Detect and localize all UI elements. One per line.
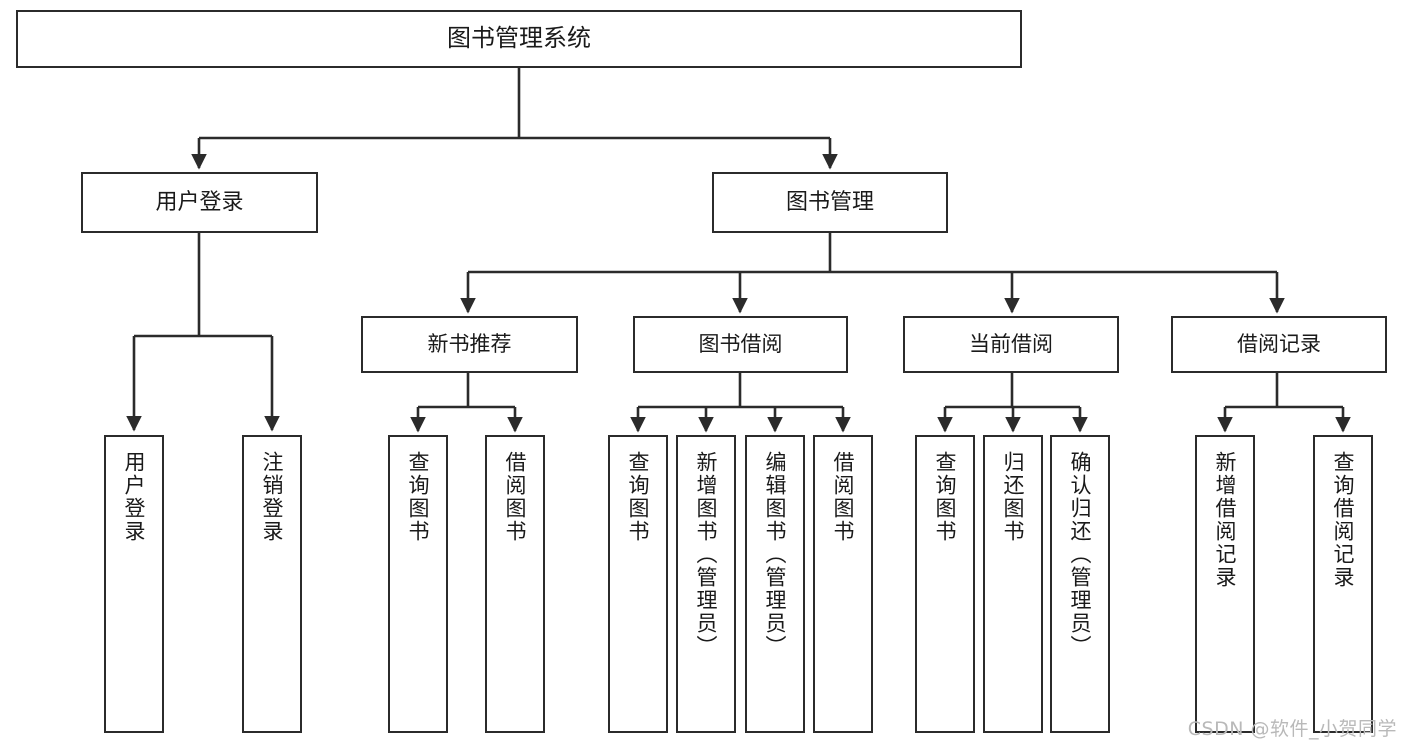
- node-leaf-borrow-book-2[interactable]: 借阅图书: [813, 435, 873, 733]
- node-leaf-add-book-admin[interactable]: 新增图书（管理员）: [676, 435, 736, 733]
- node-user-login-label: 用户登录: [155, 189, 244, 215]
- node-leaf-logout-label: 注销登录: [260, 451, 285, 543]
- node-user-login[interactable]: 用户登录: [81, 172, 318, 233]
- node-leaf-confirm-return-admin-label: 确认归还（管理员）: [1068, 451, 1093, 658]
- node-current-borrow-label: 当前借阅: [969, 332, 1053, 357]
- node-leaf-user-login-label: 用户登录: [122, 451, 147, 543]
- node-leaf-add-borrow-record[interactable]: 新增借阅记录: [1195, 435, 1255, 733]
- node-leaf-user-login[interactable]: 用户登录: [104, 435, 164, 733]
- node-leaf-edit-book-admin-label: 编辑图书（管理员）: [763, 451, 788, 658]
- node-leaf-query-book-2-label: 查询图书: [626, 451, 651, 543]
- node-leaf-borrow-book-2-label: 借阅图书: [831, 451, 856, 543]
- node-leaf-query-book-1[interactable]: 查询图书: [388, 435, 448, 733]
- node-leaf-add-borrow-record-label: 新增借阅记录: [1213, 451, 1238, 589]
- node-leaf-confirm-return-admin[interactable]: 确认归还（管理员）: [1050, 435, 1110, 733]
- node-leaf-logout[interactable]: 注销登录: [242, 435, 302, 733]
- node-leaf-query-borrow-record[interactable]: 查询借阅记录: [1313, 435, 1373, 733]
- node-current-borrow[interactable]: 当前借阅: [903, 316, 1119, 373]
- watermark: CSDN @软件_小贺同学: [1187, 718, 1397, 740]
- node-book-borrow-label: 图书借阅: [698, 332, 783, 357]
- node-leaf-return-book-label: 归还图书: [1001, 451, 1026, 543]
- node-leaf-query-book-2[interactable]: 查询图书: [608, 435, 668, 733]
- node-leaf-query-borrow-record-label: 查询借阅记录: [1331, 451, 1356, 589]
- node-leaf-query-book-3[interactable]: 查询图书: [915, 435, 975, 733]
- node-leaf-add-book-admin-label: 新增图书（管理员）: [694, 451, 719, 658]
- node-root[interactable]: 图书管理系统: [16, 10, 1022, 68]
- node-leaf-edit-book-admin[interactable]: 编辑图书（管理员）: [745, 435, 805, 733]
- node-book-manage-label: 图书管理: [785, 189, 874, 215]
- node-borrow-record-label: 借阅记录: [1237, 332, 1321, 357]
- node-leaf-return-book[interactable]: 归还图书: [983, 435, 1043, 733]
- node-borrow-record[interactable]: 借阅记录: [1171, 316, 1387, 373]
- node-new-book-rec[interactable]: 新书推荐: [361, 316, 578, 373]
- node-leaf-query-book-1-label: 查询图书: [406, 451, 431, 543]
- node-book-manage[interactable]: 图书管理: [712, 172, 948, 233]
- node-root-label: 图书管理系统: [447, 24, 591, 53]
- node-leaf-query-book-3-label: 查询图书: [933, 451, 958, 543]
- node-book-borrow[interactable]: 图书借阅: [633, 316, 848, 373]
- node-leaf-borrow-book-1[interactable]: 借阅图书: [485, 435, 545, 733]
- node-new-book-rec-label: 新书推荐: [427, 332, 512, 357]
- node-leaf-borrow-book-1-label: 借阅图书: [503, 451, 528, 543]
